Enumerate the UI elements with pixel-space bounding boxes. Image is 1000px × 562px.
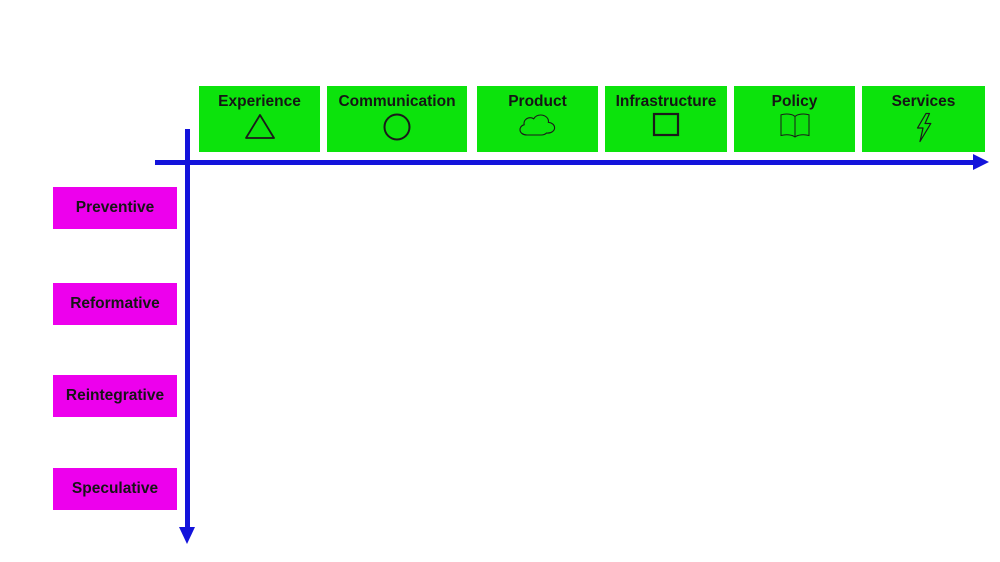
row-label: Reintegrative [65, 387, 165, 404]
arrow-down-icon [179, 527, 195, 544]
row-header-reformative: Reformative [53, 283, 177, 325]
column-header-communication: Communication [327, 86, 467, 152]
column-header-infrastructure: Infrastructure [605, 86, 727, 152]
column-label: Experience [218, 93, 301, 110]
row-label: Reformative [70, 295, 160, 312]
cloud-icon [518, 112, 557, 139]
column-label: Product [508, 93, 567, 110]
row-header-preventive: Preventive [53, 187, 177, 229]
vertical-axis-line [185, 129, 190, 527]
square-icon [652, 112, 680, 137]
column-header-product: Product [477, 86, 598, 152]
row-header-reintegrative: Reintegrative [53, 375, 177, 417]
column-header-services: Services [862, 86, 985, 152]
column-label: Infrastructure [615, 93, 717, 110]
circle-icon [382, 112, 412, 142]
row-label: Preventive [75, 199, 155, 216]
triangle-icon [243, 112, 277, 141]
arrow-right-icon [973, 154, 989, 170]
horizontal-axis-line [155, 160, 975, 165]
lightning-icon [915, 112, 933, 143]
column-label: Communication [338, 93, 456, 110]
row-header-speculative: Speculative [53, 468, 177, 510]
column-header-policy: Policy [734, 86, 855, 152]
row-label: Speculative [71, 480, 159, 497]
open-book-icon [778, 112, 812, 139]
column-label: Services [891, 93, 956, 110]
column-header-experience: Experience [199, 86, 320, 152]
column-label: Policy [771, 93, 818, 110]
